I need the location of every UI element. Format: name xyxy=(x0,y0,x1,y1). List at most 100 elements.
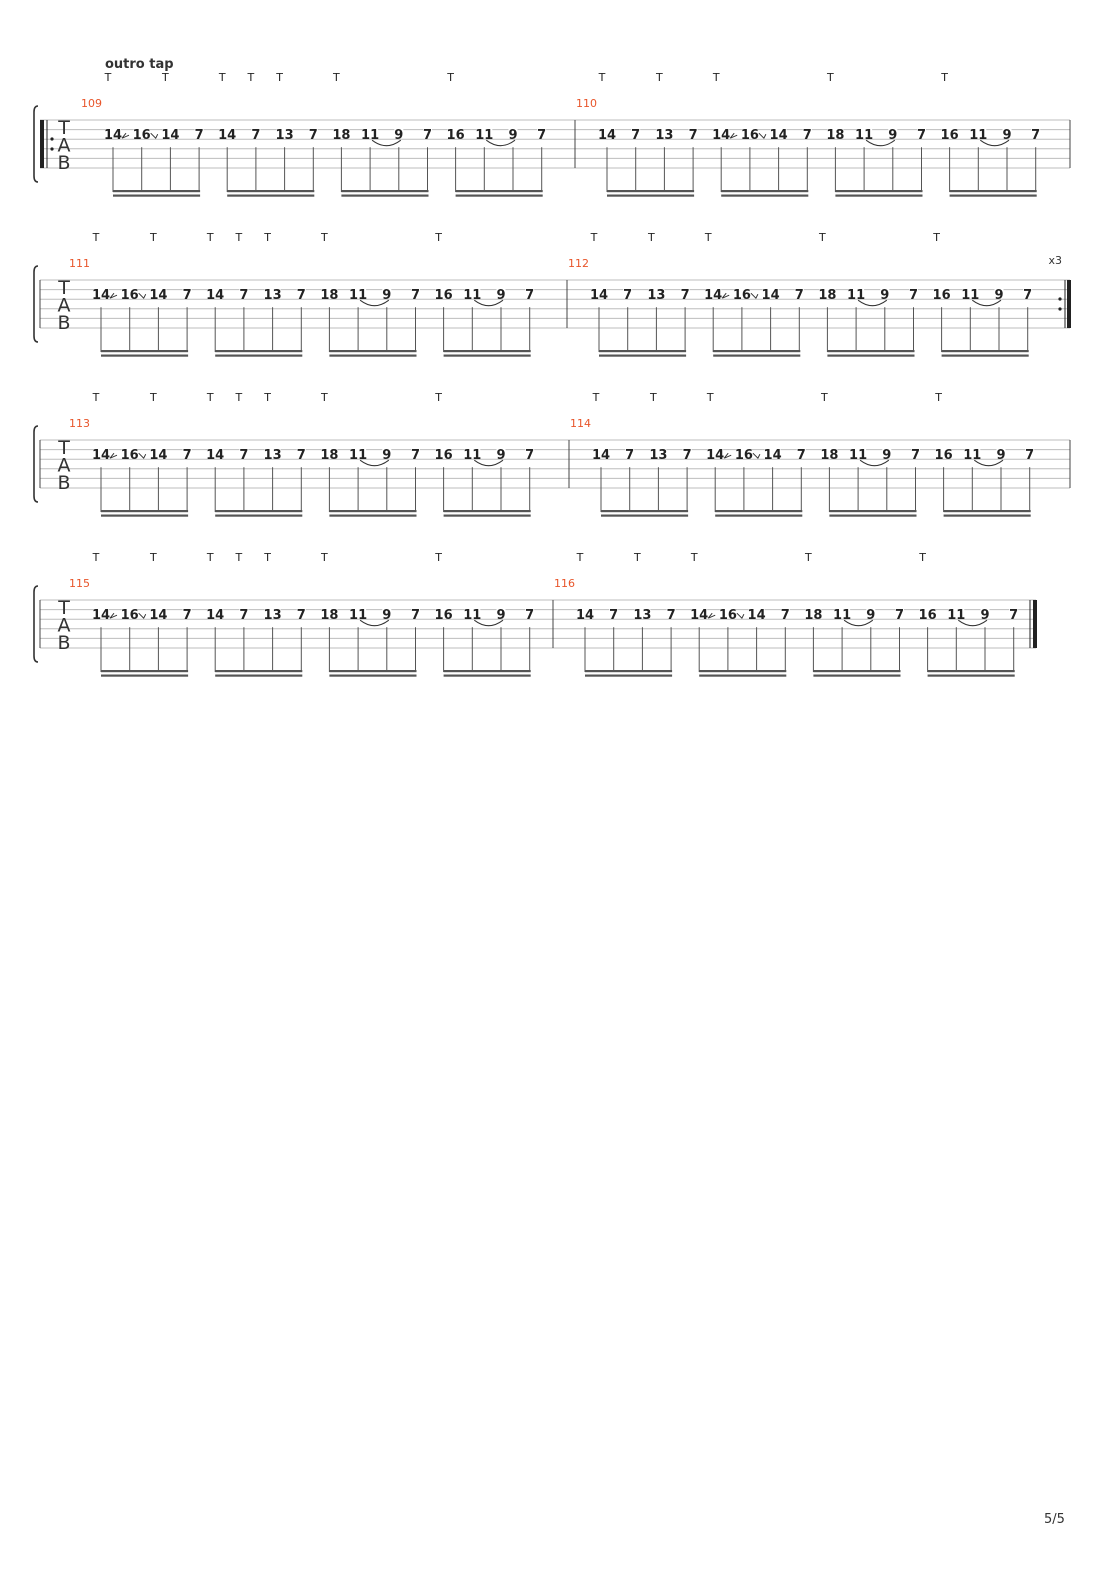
tap-marker: T xyxy=(712,71,720,84)
measure-number: 115 xyxy=(69,577,90,590)
fret-knockout xyxy=(447,125,464,139)
tap-marker: T xyxy=(149,551,157,564)
fret-number: 9 xyxy=(994,288,1003,303)
fret-number: 7 xyxy=(297,608,306,623)
tab-clef-letter: A xyxy=(58,135,71,157)
fret-number: 9 xyxy=(888,128,897,143)
beam xyxy=(329,674,417,677)
fret-number: 11 xyxy=(969,128,987,143)
fret-number: 7 xyxy=(239,448,248,463)
fret-knockout xyxy=(996,445,1006,459)
fret-knockout xyxy=(525,285,535,299)
fret-number: 11 xyxy=(349,448,367,463)
beam xyxy=(455,194,543,197)
fret-number: 16 xyxy=(435,288,453,303)
beam xyxy=(443,354,531,357)
slide-up-glyph xyxy=(707,612,716,619)
fret-knockout xyxy=(819,285,836,299)
pull-off-arc xyxy=(843,619,874,627)
fret-knockout xyxy=(496,605,506,619)
slide-down-glyph xyxy=(138,612,147,620)
beam xyxy=(829,510,917,513)
fret-knockout xyxy=(805,605,822,619)
fret-knockout xyxy=(656,125,673,139)
beam xyxy=(101,350,189,353)
fret-number: 9 xyxy=(880,288,889,303)
fret-knockout xyxy=(464,285,481,299)
fret-number: 14 xyxy=(92,448,110,463)
tap-marker: T xyxy=(92,231,100,244)
fret-number: 7 xyxy=(411,608,420,623)
fret-knockout xyxy=(909,285,918,299)
repeat-count: x3 xyxy=(1048,254,1062,267)
slide-down-glyph xyxy=(750,292,759,300)
beam xyxy=(215,514,303,517)
fret-knockout xyxy=(821,445,838,459)
slide-up-glyph xyxy=(729,132,738,139)
pull-off-arc xyxy=(473,299,504,307)
fret-knockout xyxy=(423,125,432,139)
tap-marker: T xyxy=(92,391,100,404)
fret-knockout xyxy=(780,605,790,619)
fret-number: 11 xyxy=(349,288,367,303)
fret-number: 16 xyxy=(941,128,959,143)
fret-knockout xyxy=(264,605,281,619)
fret-number: 14 xyxy=(576,608,594,623)
tab-clef-letter: B xyxy=(57,472,70,494)
fret-knockout xyxy=(321,605,338,619)
fret-knockout xyxy=(93,445,109,459)
fret-knockout xyxy=(1025,445,1035,459)
fret-knockout xyxy=(321,445,338,459)
tap-marker: T xyxy=(647,231,655,244)
fret-knockout xyxy=(496,445,506,459)
beam xyxy=(601,510,689,513)
fret-number: 7 xyxy=(309,128,318,143)
tap-marker: T xyxy=(235,231,243,244)
tap-marker: T xyxy=(149,231,157,244)
fret-number: 7 xyxy=(525,608,534,623)
beam xyxy=(699,674,787,677)
beam xyxy=(813,670,901,673)
fret-number: 16 xyxy=(435,448,453,463)
fret-knockout xyxy=(435,605,452,619)
fret-knockout xyxy=(880,285,890,299)
slide-up-glyph xyxy=(109,452,118,459)
tap-marker: T xyxy=(218,71,226,84)
beam xyxy=(329,510,417,513)
fret-number: 14 xyxy=(218,128,236,143)
beam xyxy=(443,674,531,677)
slide-down-glyph xyxy=(138,452,147,460)
fret-knockout xyxy=(933,285,950,299)
beam xyxy=(113,194,201,197)
fret-knockout xyxy=(591,285,607,299)
page-number: 5/5 xyxy=(1044,1512,1065,1527)
fret-number: 11 xyxy=(833,608,851,623)
tap-marker: T xyxy=(934,391,942,404)
fret-knockout xyxy=(207,285,224,299)
tap-marker: T xyxy=(206,391,214,404)
tap-marker: T xyxy=(235,391,243,404)
beam xyxy=(341,194,429,197)
fret-number: 7 xyxy=(183,448,192,463)
fret-knockout xyxy=(650,445,667,459)
fret-knockout xyxy=(741,125,758,139)
fret-knockout xyxy=(93,605,109,619)
tap-marker: T xyxy=(576,551,584,564)
tap-marker: T xyxy=(104,71,112,84)
fret-number: 9 xyxy=(996,448,1005,463)
fret-number: 7 xyxy=(195,128,204,143)
fret-knockout xyxy=(121,605,138,619)
fret-number: 11 xyxy=(963,448,981,463)
fret-number: 7 xyxy=(239,608,248,623)
measure-number: 109 xyxy=(81,97,102,110)
fret-number: 13 xyxy=(264,448,282,463)
fret-number: 14 xyxy=(764,448,782,463)
